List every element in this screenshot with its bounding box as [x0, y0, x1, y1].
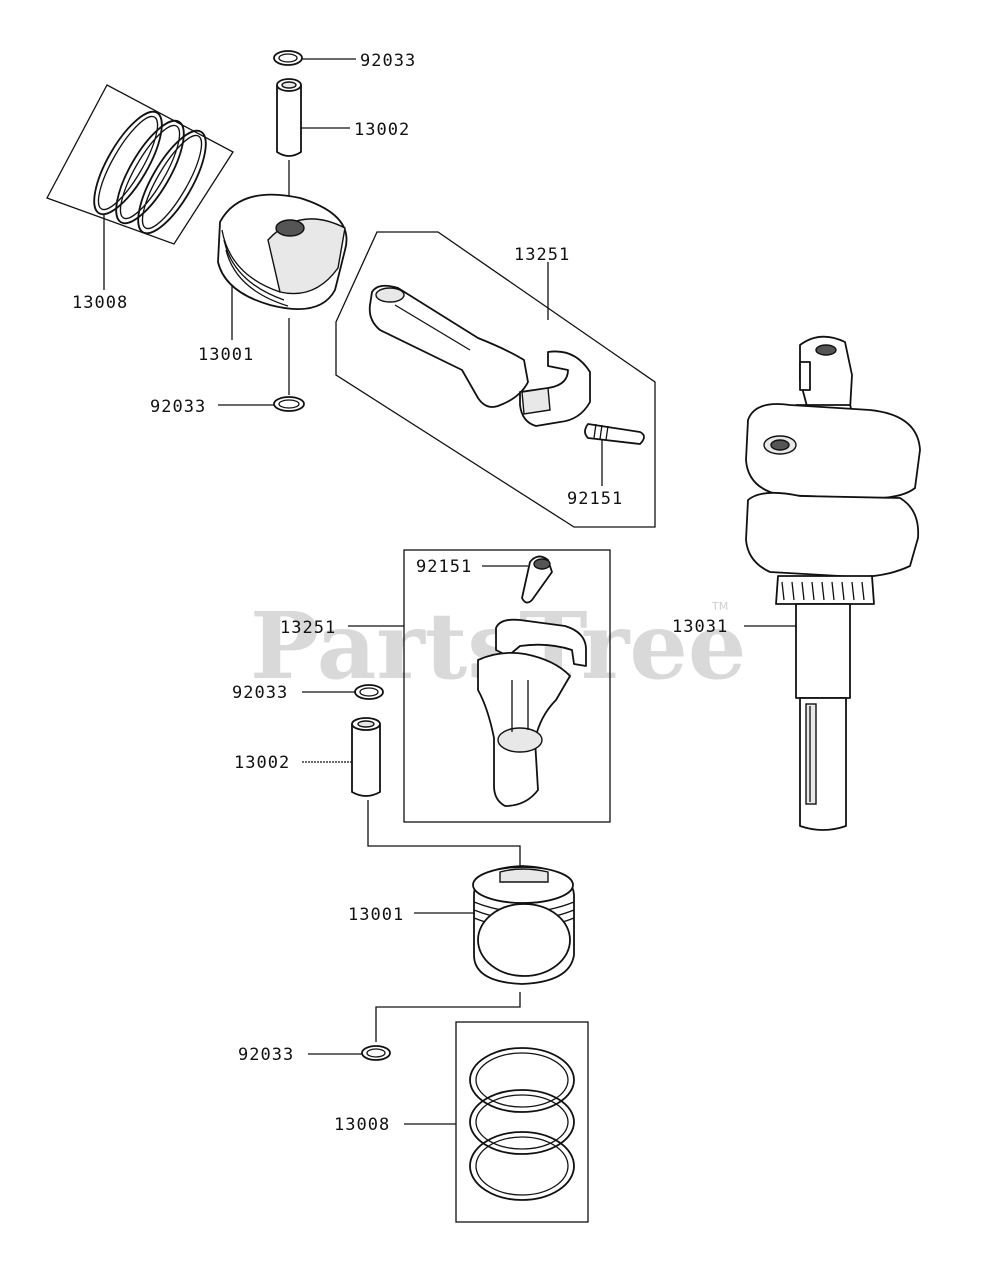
- callout-13001-bottom[interactable]: 13001: [348, 905, 404, 925]
- callout-92033-top[interactable]: 92033: [360, 51, 416, 71]
- snap-ring-mid[interactable]: [273, 396, 305, 412]
- snap-ring-top[interactable]: [273, 50, 303, 66]
- callout-13008-top[interactable]: 13008: [72, 293, 128, 313]
- callout-13001-top[interactable]: 13001: [198, 345, 254, 365]
- callout-13002-top[interactable]: 13002: [354, 120, 410, 140]
- callout-92033-mid-2[interactable]: 92033: [232, 683, 288, 703]
- piston-top[interactable]: [217, 193, 348, 311]
- connecting-rod-mid[interactable]: [403, 549, 611, 823]
- callout-13008-bottom[interactable]: 13008: [334, 1115, 390, 1135]
- snap-ring-bottom[interactable]: [361, 1045, 391, 1061]
- callout-92033-mid[interactable]: 92033: [150, 397, 206, 417]
- callout-92033-bottom[interactable]: 92033: [238, 1045, 294, 1065]
- connecting-rod-top[interactable]: [335, 231, 656, 528]
- callout-13251-top[interactable]: 13251: [514, 245, 570, 265]
- piston-bottom[interactable]: [472, 865, 575, 985]
- callout-13002-mid[interactable]: 13002: [234, 753, 290, 773]
- piston-ring-set-top[interactable]: [46, 84, 234, 245]
- piston-pin-mid[interactable]: [351, 717, 381, 797]
- piston-pin-top[interactable]: [276, 78, 302, 157]
- callout-92151-mid[interactable]: 92151: [416, 557, 472, 577]
- callout-92151-top[interactable]: 92151: [567, 489, 623, 509]
- callout-13031[interactable]: 13031: [672, 617, 728, 637]
- callout-13251-mid[interactable]: 13251: [280, 618, 336, 638]
- crankshaft[interactable]: [745, 335, 921, 831]
- watermark-trademark: TM: [711, 600, 728, 613]
- piston-ring-set-bottom[interactable]: [455, 1021, 589, 1223]
- snap-ring-mid-2[interactable]: [354, 684, 384, 700]
